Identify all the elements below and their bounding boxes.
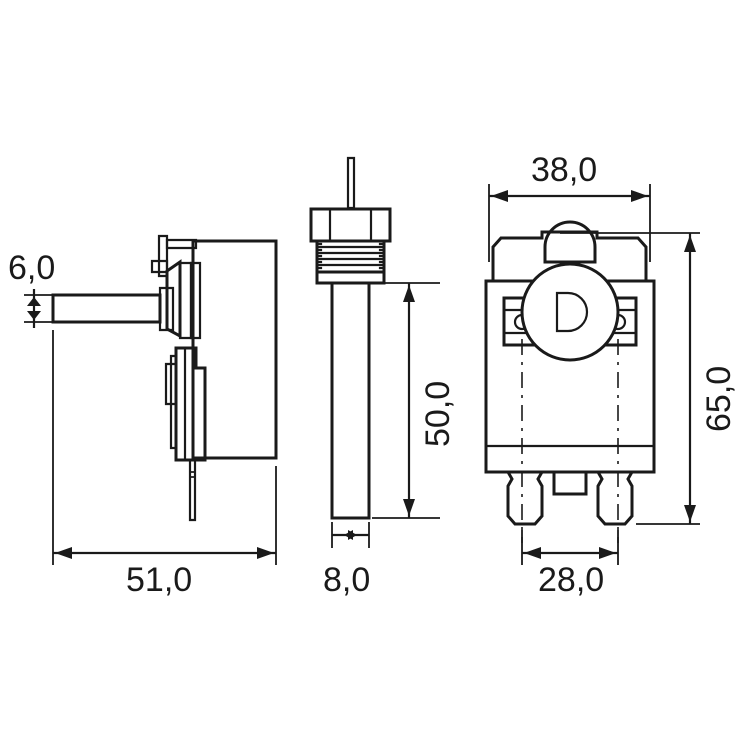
probe-thread-body: [315, 239, 386, 274]
dimension-6-0: 6,0: [8, 249, 70, 328]
dim-6-arrow-up: [27, 297, 41, 306]
side-view-terminal-pin: [188, 458, 197, 522]
side-view-top-arm: [165, 238, 198, 250]
dim-65-label: 65,0: [700, 366, 738, 432]
side-view-shaft: [51, 293, 162, 324]
side-view-top-tab: [157, 234, 169, 278]
probe-hex-nut: [309, 207, 392, 243]
dimension-8-0: 8,0: [323, 522, 370, 599]
dimension-38-0: 38,0: [488, 151, 651, 262]
probe-thread-serrations: [315, 242, 386, 270]
side-view-plate-a: [178, 261, 193, 340]
front-view-terminal-center-tab: [552, 470, 588, 496]
dim-50-arrow-bottom: [403, 499, 415, 516]
dimension-50-0: 50,0: [372, 282, 457, 519]
front-view-upper-shoulder: [491, 230, 648, 283]
dim-50-arrow-top: [403, 285, 415, 302]
dim-8-arrow-right: [348, 530, 357, 540]
front-view-terminal-left: [505, 470, 545, 526]
dim-28-arrow-right: [599, 547, 616, 559]
dim-51-arrow-right: [257, 547, 274, 559]
front-view-dome-cap: [543, 220, 597, 264]
dim-51-label: 51,0: [126, 561, 192, 599]
dimension-28-0: 28,0: [521, 530, 619, 599]
dim-65-arrow-bottom: [684, 505, 696, 522]
front-view-d-shaped-hole: [555, 291, 589, 333]
side-view-terminal-pin-notch: [190, 471, 195, 478]
side-view: 6,0 51,0: [8, 234, 278, 599]
dim-38-arrow-left: [491, 190, 508, 202]
dimension-51-0: 51,0: [52, 330, 277, 599]
probe-view: 50,0 8,0: [309, 156, 457, 599]
front-view-terminal-right: [595, 470, 635, 526]
dimension-65-0: 65,0: [560, 232, 738, 525]
dim-51-arrow-left: [55, 547, 72, 559]
dim-50-label: 50,0: [419, 381, 457, 447]
probe-thread-lines: [316, 245, 385, 267]
dim-28-arrow-left: [524, 547, 541, 559]
side-view-lower-housing: [174, 346, 207, 462]
dim-6-arrow-down: [27, 311, 41, 320]
probe-base-ring: [315, 270, 386, 285]
thread-serration-left: [315, 242, 323, 270]
probe-capillary: [346, 156, 356, 210]
dim-65-arrow-top: [684, 235, 696, 252]
probe-stem: [330, 281, 371, 520]
dim-8-label: 8,0: [323, 561, 370, 599]
dim-38-label: 38,0: [531, 151, 597, 189]
thread-serration-right: [378, 242, 386, 270]
front-view: 38,0 65,0 28,0: [484, 151, 738, 599]
dim-38-arrow-right: [631, 190, 648, 202]
dim-28-label: 28,0: [538, 561, 604, 599]
side-view-shaft-collar: [158, 286, 175, 332]
dim-6-label: 6,0: [8, 249, 55, 287]
side-view-side-lug-outer: [169, 354, 178, 450]
front-view-shaft-boss-circle: [520, 262, 620, 362]
side-view-plate-b: [189, 261, 202, 340]
side-view-body-block: [191, 239, 278, 460]
